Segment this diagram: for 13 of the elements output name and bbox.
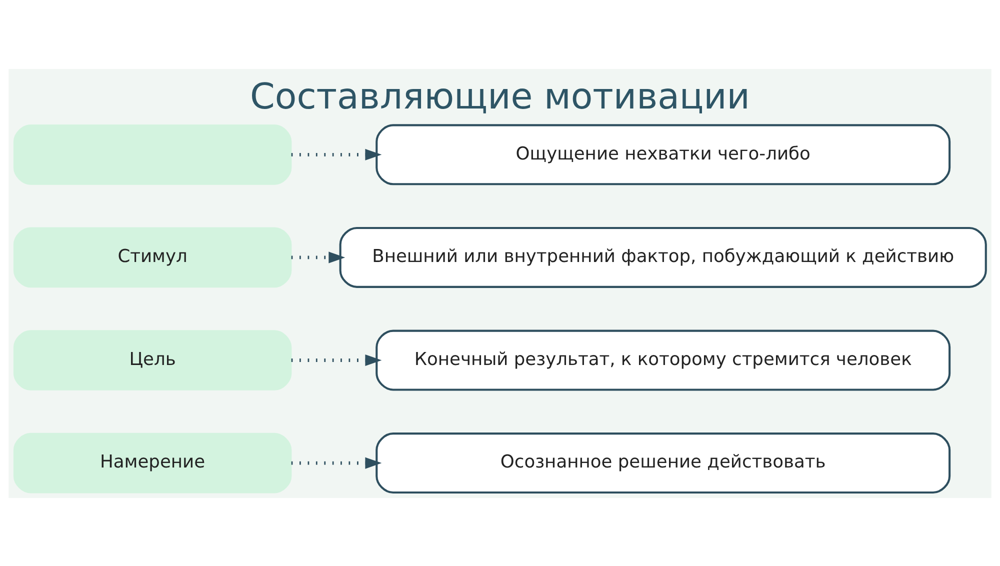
- node-box: Осознанное решение действовать: [376, 432, 951, 494]
- arrow: [291, 251, 346, 263]
- node-box: Цель: [13, 330, 292, 390]
- node-box: Ощущение нехватки чего-либо: [376, 124, 951, 185]
- node-box: Конечный результат, к которому стремится человек: [376, 329, 951, 390]
- diagram-title: Составляющие мотивации: [250, 76, 750, 117]
- arrow: [291, 354, 382, 366]
- node-box: [13, 124, 292, 184]
- node-box: Внешний или внутренний фактор, побуждающий к действию: [339, 226, 987, 288]
- arrow: [291, 456, 382, 468]
- arrow: [291, 148, 382, 160]
- node-box: Стимул: [13, 226, 292, 288]
- node-box: Намерение: [13, 432, 292, 493]
